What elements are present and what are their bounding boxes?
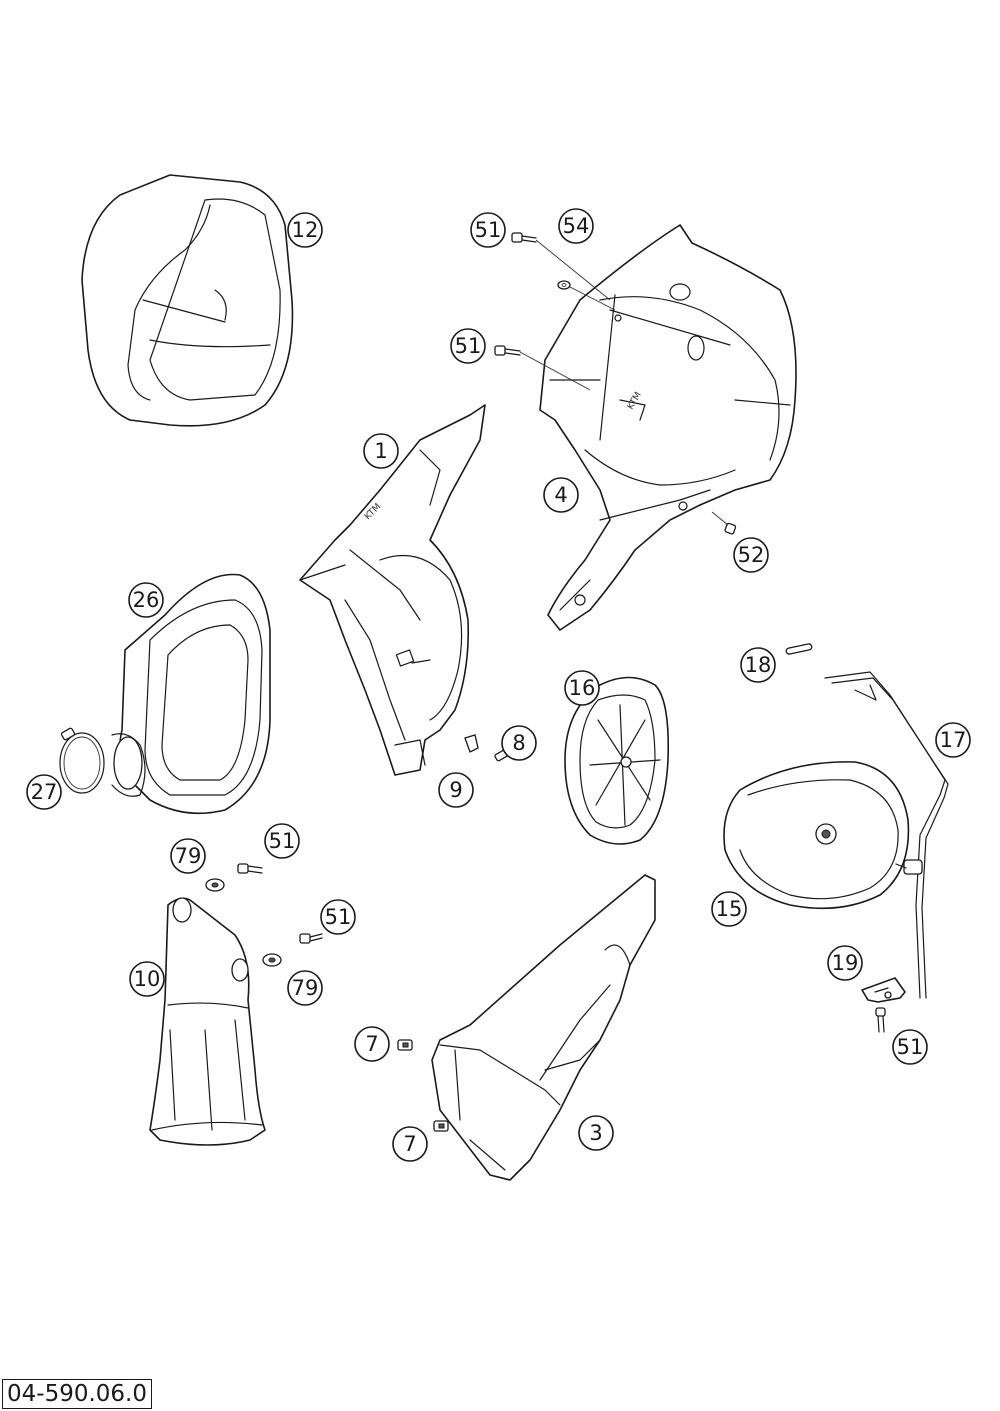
part-10-cover-piece <box>149 897 266 1146</box>
svg-text:54: 54 <box>563 214 590 238</box>
callout-7: 7 <box>392 1126 428 1162</box>
callout-19: 19 <box>827 945 863 981</box>
bolt-51-left-icon <box>237 863 263 874</box>
callout-51: 51 <box>892 1029 928 1065</box>
callout-7: 7 <box>354 1026 390 1062</box>
callout-9: 9 <box>438 772 474 808</box>
svg-text:15: 15 <box>716 897 743 921</box>
part-16-filter-cage <box>564 676 670 845</box>
bolt-51-bottom-right-icon <box>875 1007 886 1033</box>
svg-text:51: 51 <box>325 905 352 929</box>
callout-26: 26 <box>128 582 164 618</box>
svg-text:51: 51 <box>455 334 482 358</box>
washer-54-icon <box>557 280 616 311</box>
callout-1: 1 <box>363 433 399 469</box>
callout-79: 79 <box>170 838 206 874</box>
svg-text:51: 51 <box>269 829 296 853</box>
part-3-side-panel <box>431 874 656 1181</box>
svg-text:79: 79 <box>292 976 319 1000</box>
part-4-airbox: KTM <box>539 224 797 631</box>
callout-79: 79 <box>287 970 323 1006</box>
part-15-air-filter <box>723 761 910 910</box>
svg-text:1: 1 <box>374 439 387 463</box>
callout-51: 51 <box>264 823 300 859</box>
svg-text:27: 27 <box>31 780 58 804</box>
nut-7-bottom-icon <box>433 1120 449 1132</box>
screw-52-icon <box>711 511 737 535</box>
callout-15: 15 <box>711 891 747 927</box>
washer-79-lower-icon <box>262 953 282 967</box>
callout-12: 12 <box>287 212 323 248</box>
callout-51: 51 <box>450 328 486 364</box>
callout-18: 18 <box>740 647 776 683</box>
svg-text:7: 7 <box>365 1032 378 1056</box>
svg-text:17: 17 <box>940 728 967 752</box>
svg-text:7: 7 <box>403 1132 416 1156</box>
svg-text:18: 18 <box>745 653 772 677</box>
callout-8: 8 <box>501 725 537 761</box>
callouts: 12 51 54 51 1 4 52 26 18 16 17 8 27 9 79… <box>26 208 971 1162</box>
svg-text:51: 51 <box>475 218 502 242</box>
bolt-51-lower-left-icon <box>299 933 323 944</box>
part-18-pin <box>785 643 813 655</box>
bolt-51-middle-icon <box>494 345 591 391</box>
callout-51: 51 <box>320 899 356 935</box>
svg-text:3: 3 <box>589 1121 602 1145</box>
clip-9-icon <box>464 734 479 753</box>
callout-17: 17 <box>935 722 971 758</box>
callout-3: 3 <box>578 1115 614 1151</box>
callout-4: 4 <box>543 477 579 513</box>
part-17-filter-holder-wire <box>824 671 949 999</box>
svg-text:10: 10 <box>134 967 161 991</box>
part-1-airbox-panel: KTM <box>299 404 486 776</box>
nut-7-top-icon <box>397 1039 413 1051</box>
part-26-filter-frame <box>111 573 271 815</box>
bolt-51-top-icon <box>511 232 611 301</box>
part-27-hose-clamp <box>59 727 105 794</box>
svg-text:52: 52 <box>738 543 765 567</box>
svg-text:51: 51 <box>897 1035 924 1059</box>
callout-52: 52 <box>733 537 769 573</box>
callout-16: 16 <box>564 670 600 706</box>
svg-text:8: 8 <box>512 731 525 755</box>
svg-text:26: 26 <box>133 588 160 612</box>
callout-54: 54 <box>558 208 594 244</box>
washer-79-top-icon <box>205 878 225 892</box>
callout-10: 10 <box>129 961 165 997</box>
svg-text:4: 4 <box>554 483 567 507</box>
drawing-number-label: 04-590.06.0 <box>2 1379 152 1409</box>
part-19-bracket <box>861 977 906 1003</box>
svg-text:9: 9 <box>449 778 462 802</box>
svg-text:16: 16 <box>569 676 596 700</box>
callout-51: 51 <box>470 212 506 248</box>
callout-27: 27 <box>26 774 62 810</box>
svg-text:12: 12 <box>292 218 319 242</box>
svg-text:19: 19 <box>832 951 859 975</box>
part-12-filter-cover <box>81 174 294 427</box>
svg-text:79: 79 <box>175 844 202 868</box>
